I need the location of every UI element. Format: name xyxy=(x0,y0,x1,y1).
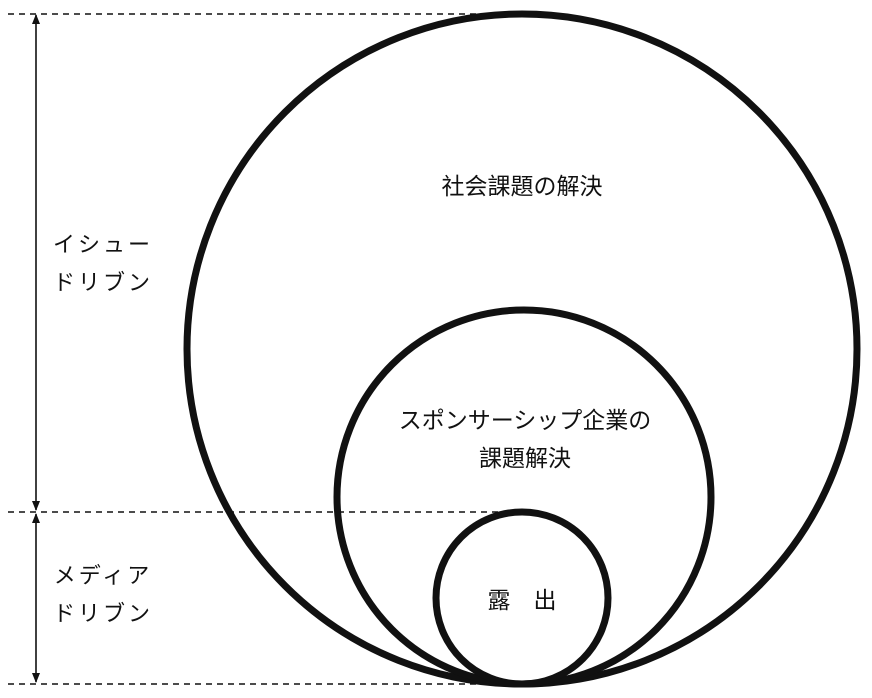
media-driven-label: メディア ドリブン xyxy=(38,558,168,634)
middle-circle-label: スポンサーシップ企業の 課題解決 xyxy=(360,402,690,478)
middle-circle-label-line1: スポンサーシップ企業の xyxy=(398,408,652,434)
middle-circle-label-line2: 課題解決 xyxy=(479,446,571,472)
outer-circle-label: 社会課題の解決 xyxy=(441,174,603,200)
media-driven-label-line2: ドリブン xyxy=(52,602,153,627)
inner-circle-label: 露 出 xyxy=(487,588,557,614)
issue-driven-label: イシュー ドリブン xyxy=(38,227,168,303)
media-driven-label-line1: メディア xyxy=(53,564,153,589)
middle-circle xyxy=(333,306,715,688)
issue-driven-label-line2: ドリブン xyxy=(52,271,153,296)
inner-circle xyxy=(432,508,612,688)
issue-driven-label-line1: イシュー xyxy=(52,233,153,258)
